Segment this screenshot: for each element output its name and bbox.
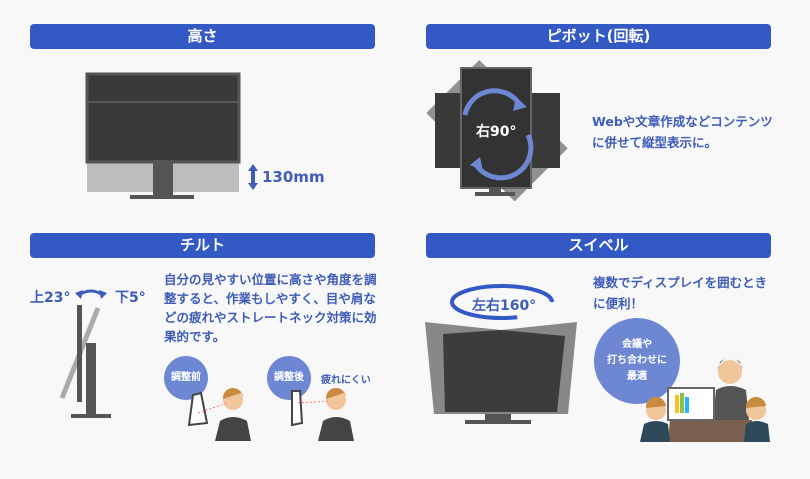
person-after-illustration xyxy=(291,387,354,441)
section-header-swivel: スイベル xyxy=(426,233,771,258)
monitor-height-illustration xyxy=(85,72,241,199)
section-header-height: 高さ xyxy=(30,24,375,49)
vertical-arrow-icon xyxy=(248,164,258,190)
bubble-line-3: 最適 xyxy=(627,371,647,382)
monitor-tilt-illustration xyxy=(59,305,111,418)
swivel-description: 複数でディスプレイを囲むときに便利！ xyxy=(593,275,768,311)
monitor-swivel-illustration xyxy=(425,322,577,424)
height-value: 130mm xyxy=(262,168,325,186)
pivot-rotation-label: 右90° xyxy=(476,124,517,140)
meeting-bubble: 会議や 打ち合わせに 最適 xyxy=(594,318,680,404)
pivot-description: Webや文章作成などコンテンツに併せて縦型表示に。 xyxy=(592,114,773,150)
swivel-arrow-icon xyxy=(450,284,554,320)
after-badge: 調整後 xyxy=(267,356,311,400)
tilt-up-label: 上23° xyxy=(30,290,71,306)
bubble-line-2: 打ち合わせに xyxy=(607,355,667,366)
person-before-illustration xyxy=(187,387,251,441)
swivel-rotation-label: 左右160° xyxy=(472,298,537,314)
tilt-down-label: 下5° xyxy=(115,290,146,306)
section-header-pivot: ピボット(回転) xyxy=(426,24,771,49)
meeting-illustration xyxy=(640,358,770,442)
section-header-tilt: チルト xyxy=(30,233,375,258)
tilt-arrow-icon xyxy=(75,289,107,299)
bubble-line-1: 会議や xyxy=(622,339,652,350)
after-note: 疲れにくい xyxy=(321,375,371,386)
tilt-description: 自分の見やすい位置に高さや角度を調整すると、作業もしやすく、目や肩などの疲れやス… xyxy=(164,272,377,344)
monitor-pivot-illustration xyxy=(426,59,568,202)
